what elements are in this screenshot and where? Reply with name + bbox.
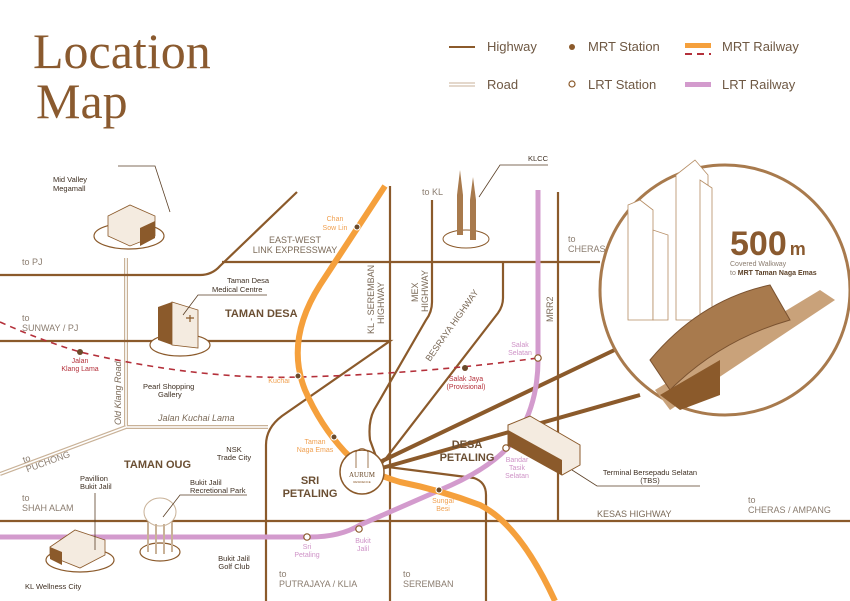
- label-old-klang-road: Old Klang Road: [113, 360, 123, 425]
- legend: Highway Road MRT Station LRT Station MRT…: [449, 39, 799, 92]
- svg-text:AURUM: AURUM: [349, 471, 376, 479]
- legend-lrt-swatch: [685, 82, 711, 87]
- station-bukit-jalil[interactable]: [355, 525, 363, 533]
- station-jalan-klang-lama[interactable]: [77, 349, 83, 355]
- highways: [0, 186, 850, 601]
- svg-text:to MRT Taman Naga Emas: to MRT Taman Naga Emas: [730, 270, 817, 277]
- stations: [77, 223, 542, 541]
- label-kl-wellness-city: KL Wellness City: [25, 582, 82, 591]
- legend-lrt-railway: LRT Railway: [722, 77, 796, 92]
- mrt-station-icon: [569, 44, 575, 50]
- label-jalan-kuchai-lama: Jalan Kuchai Lama: [157, 413, 235, 423]
- station-sri-petaling[interactable]: [303, 533, 311, 541]
- svg-text:RESIDENCE: RESIDENCE: [353, 480, 371, 484]
- mrt-planned-line: [0, 321, 539, 379]
- legend-lrt-station: LRT Station: [588, 77, 656, 92]
- tbs-bus-terminal[interactable]: Terminal Bersepadu Selatan(TBS): [507, 415, 700, 487]
- legend-highway: Highway: [487, 39, 537, 54]
- svg-text:Salak Jaya(Provisional): Salak Jaya(Provisional): [447, 376, 486, 391]
- legend-mrt-swatch: [685, 43, 711, 48]
- svg-text:to PJ: to PJ: [22, 257, 43, 267]
- svg-text:toPUCHONG: toPUCHONG: [21, 440, 71, 475]
- lrt-station-icon: [568, 80, 576, 88]
- station-salak-selatan[interactable]: [534, 354, 542, 362]
- legend-mrt-railway: MRT Railway: [722, 39, 799, 54]
- walkway-line1: Covered Walkway: [730, 261, 787, 268]
- roads: [0, 258, 268, 476]
- callout-pointer: [379, 343, 641, 470]
- area-taman-desa: TAMAN DESA: [225, 308, 298, 320]
- legend-mrt-station: MRT Station: [588, 39, 660, 54]
- svg-text:Terminal Bersepadu Selatan(TBS: Terminal Bersepadu Selatan(TBS): [603, 468, 697, 485]
- label-mrr2: MRR2: [545, 296, 555, 322]
- title-line1: Location: [33, 23, 211, 79]
- label-klcc: KLCC: [528, 154, 549, 163]
- station-taman-naga-emas[interactable]: [330, 433, 338, 441]
- walkway-distance: 500: [730, 225, 787, 263]
- station-chan-sow-lin[interactable]: [353, 223, 361, 231]
- label-kuchai: Kuchai: [268, 378, 290, 385]
- klcc-towers[interactable]: KLCC: [442, 154, 549, 249]
- aurum-residence-logo[interactable]: AURUM RESIDENCE: [339, 448, 385, 495]
- svg-text:KL - SEREMBANHIGHWAY: KL - SEREMBANHIGHWAY: [366, 265, 386, 334]
- area-taman-oug: TAMAN OUG: [124, 459, 191, 471]
- station-salak-jaya[interactable]: [462, 365, 468, 371]
- station-sungai-besi[interactable]: [435, 486, 443, 494]
- svg-text:MEXHIGHWAY: MEXHIGHWAY: [410, 270, 430, 312]
- station-bandar-tasik-selatan[interactable]: [502, 444, 510, 452]
- label-kesas: KESAS HIGHWAY: [597, 509, 672, 519]
- title-line2: Map: [36, 73, 128, 129]
- station-kuchai[interactable]: [294, 372, 302, 380]
- label-to-kl: to KL: [422, 187, 443, 197]
- legend-road: Road: [487, 77, 518, 92]
